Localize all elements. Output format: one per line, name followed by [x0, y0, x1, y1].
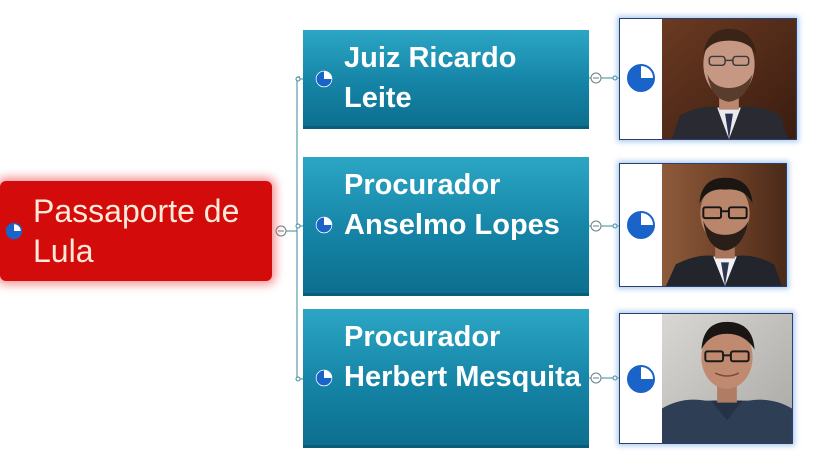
- task-progress-icon[interactable]: [626, 63, 656, 93]
- image-topic-procurador-anselmo-lopes[interactable]: [619, 163, 787, 287]
- task-progress-icon[interactable]: [626, 364, 656, 394]
- joint-dot: [295, 223, 301, 229]
- collapse-toggle-icon[interactable]: [590, 220, 602, 232]
- collapse-toggle-icon[interactable]: [590, 372, 602, 384]
- joint-dot: [295, 376, 301, 382]
- root-topic[interactable]: Passaporte de Lula: [0, 181, 272, 281]
- subtopic-label: Procurador Anselmo Lopes: [344, 169, 560, 241]
- subtopic-label: Juiz Ricardo Leite: [344, 42, 517, 114]
- collapse-toggle-icon[interactable]: [275, 225, 287, 237]
- portrait-photo: [662, 19, 796, 139]
- portrait-photo: [662, 164, 786, 286]
- portrait-photo: [662, 314, 792, 443]
- task-progress-icon[interactable]: [315, 70, 333, 88]
- subtopic-procurador-herbert-mesquita[interactable]: Procurador Herbert Mesquita: [303, 309, 589, 448]
- subtopic-procurador-anselmo-lopes[interactable]: Procurador Anselmo Lopes: [303, 157, 589, 296]
- task-progress-icon[interactable]: [315, 369, 333, 387]
- task-progress-icon[interactable]: [5, 222, 23, 240]
- image-topic-procurador-herbert-mesquita[interactable]: [619, 313, 793, 444]
- subtopic-label: Procurador Herbert Mesquita: [344, 321, 581, 393]
- task-progress-icon[interactable]: [626, 210, 656, 240]
- subtopic-juiz-ricardo-leite[interactable]: Juiz Ricardo Leite: [303, 30, 589, 129]
- root-topic-label: Passaporte de Lula: [33, 193, 240, 269]
- collapse-toggle-icon[interactable]: [590, 72, 602, 84]
- joint-dot: [295, 76, 301, 82]
- image-topic-juiz-ricardo-leite[interactable]: [619, 18, 797, 140]
- task-progress-icon[interactable]: [315, 216, 333, 234]
